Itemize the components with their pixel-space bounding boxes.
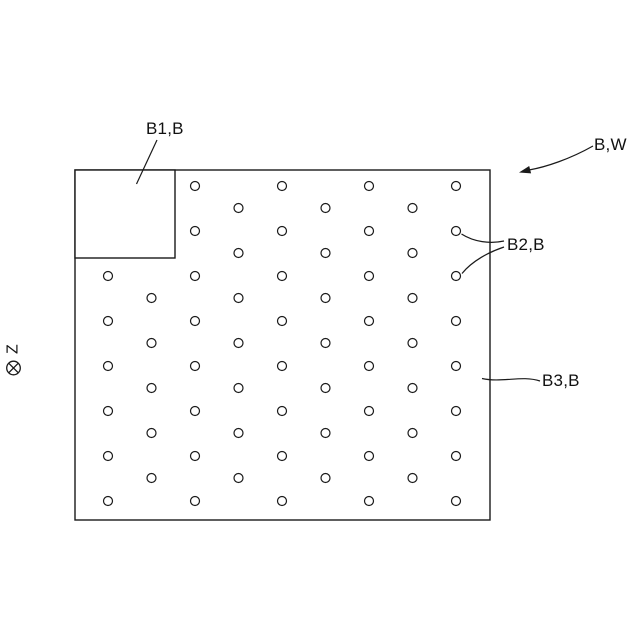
bump-dot bbox=[320, 247, 331, 259]
b2-leader-lower bbox=[461, 246, 505, 274]
bump-dot bbox=[363, 450, 375, 462]
bump-dot bbox=[320, 382, 331, 394]
label-b3b: B3,B bbox=[542, 371, 580, 390]
b3-leader-line bbox=[481, 377, 541, 382]
bump-dot bbox=[320, 472, 331, 484]
bump-dot bbox=[320, 202, 331, 214]
bump-dot bbox=[233, 337, 244, 349]
bump-dot bbox=[102, 405, 114, 417]
bump-dot bbox=[146, 427, 157, 439]
bump-dot bbox=[102, 450, 114, 462]
bump-dot bbox=[276, 270, 288, 282]
bump-dot bbox=[233, 427, 244, 439]
bump-dot bbox=[407, 472, 418, 484]
bump-dot bbox=[407, 292, 418, 304]
bump-dot bbox=[233, 382, 244, 394]
bump-dot bbox=[102, 270, 114, 282]
bump-dot bbox=[146, 337, 157, 349]
b1-leader-line bbox=[135, 139, 158, 185]
b2-leader-upper bbox=[461, 233, 505, 243]
bump-dot bbox=[407, 382, 418, 394]
bump-dot bbox=[363, 405, 375, 417]
z-symbol-cross-line-2 bbox=[8, 362, 19, 374]
bump-dot bbox=[450, 180, 462, 192]
bump-dot bbox=[189, 450, 201, 462]
bump-dot bbox=[189, 315, 201, 327]
label-bw: B,W bbox=[594, 135, 627, 154]
bump-dot bbox=[276, 315, 288, 327]
bump-dot bbox=[450, 315, 462, 327]
bump-dot bbox=[189, 270, 201, 282]
bump-dot bbox=[189, 495, 201, 507]
bump-dot bbox=[233, 292, 244, 304]
bump-dot bbox=[189, 360, 201, 372]
label-z-axis: Z bbox=[5, 344, 22, 354]
bump-dot bbox=[146, 292, 157, 304]
b1-region-outline bbox=[74, 169, 176, 259]
bump-dot bbox=[233, 247, 244, 259]
bump-dot bbox=[450, 495, 462, 507]
z-symbol-circle bbox=[6, 360, 21, 376]
bump-dot bbox=[450, 225, 462, 237]
bump-dot bbox=[450, 360, 462, 372]
bump-dot bbox=[407, 202, 418, 214]
bump-dot bbox=[189, 180, 201, 192]
bump-dot bbox=[363, 270, 375, 282]
bump-dot bbox=[276, 450, 288, 462]
bump-dot bbox=[146, 382, 157, 394]
bump-dot bbox=[363, 225, 375, 237]
bump-dot bbox=[276, 180, 288, 192]
bump-dot bbox=[450, 270, 462, 282]
bump-dot bbox=[102, 495, 114, 507]
leader-lines bbox=[135, 139, 594, 382]
bump-dot bbox=[320, 337, 331, 349]
dot-grid bbox=[102, 180, 462, 507]
bump-dot bbox=[407, 247, 418, 259]
bump-dot bbox=[276, 225, 288, 237]
z-into-page-symbol: Z bbox=[5, 344, 22, 376]
bump-dot bbox=[450, 405, 462, 417]
label-b2b: B2,B bbox=[507, 235, 545, 254]
bump-dot bbox=[363, 495, 375, 507]
bump-dot bbox=[276, 405, 288, 417]
bump-dot bbox=[407, 427, 418, 439]
bump-dot bbox=[102, 360, 114, 372]
bump-dot bbox=[363, 180, 375, 192]
bump-dot bbox=[189, 405, 201, 417]
bump-dot bbox=[320, 292, 331, 304]
bump-dot bbox=[276, 360, 288, 372]
bump-dot bbox=[233, 472, 244, 484]
bw-arrow-curve bbox=[528, 145, 594, 171]
bump-dot bbox=[189, 225, 201, 237]
bw-arrowhead bbox=[519, 166, 532, 174]
bump-dot bbox=[102, 315, 114, 327]
label-b1b: B1,B bbox=[146, 119, 184, 138]
bump-dot bbox=[276, 495, 288, 507]
bump-dot bbox=[233, 202, 244, 214]
bump-dot bbox=[363, 315, 375, 327]
bump-dot bbox=[146, 472, 157, 484]
bump-dot bbox=[320, 427, 331, 439]
bump-dot bbox=[450, 450, 462, 462]
bump-dot bbox=[363, 360, 375, 372]
outlines bbox=[74, 169, 491, 521]
bump-dot bbox=[407, 337, 418, 349]
